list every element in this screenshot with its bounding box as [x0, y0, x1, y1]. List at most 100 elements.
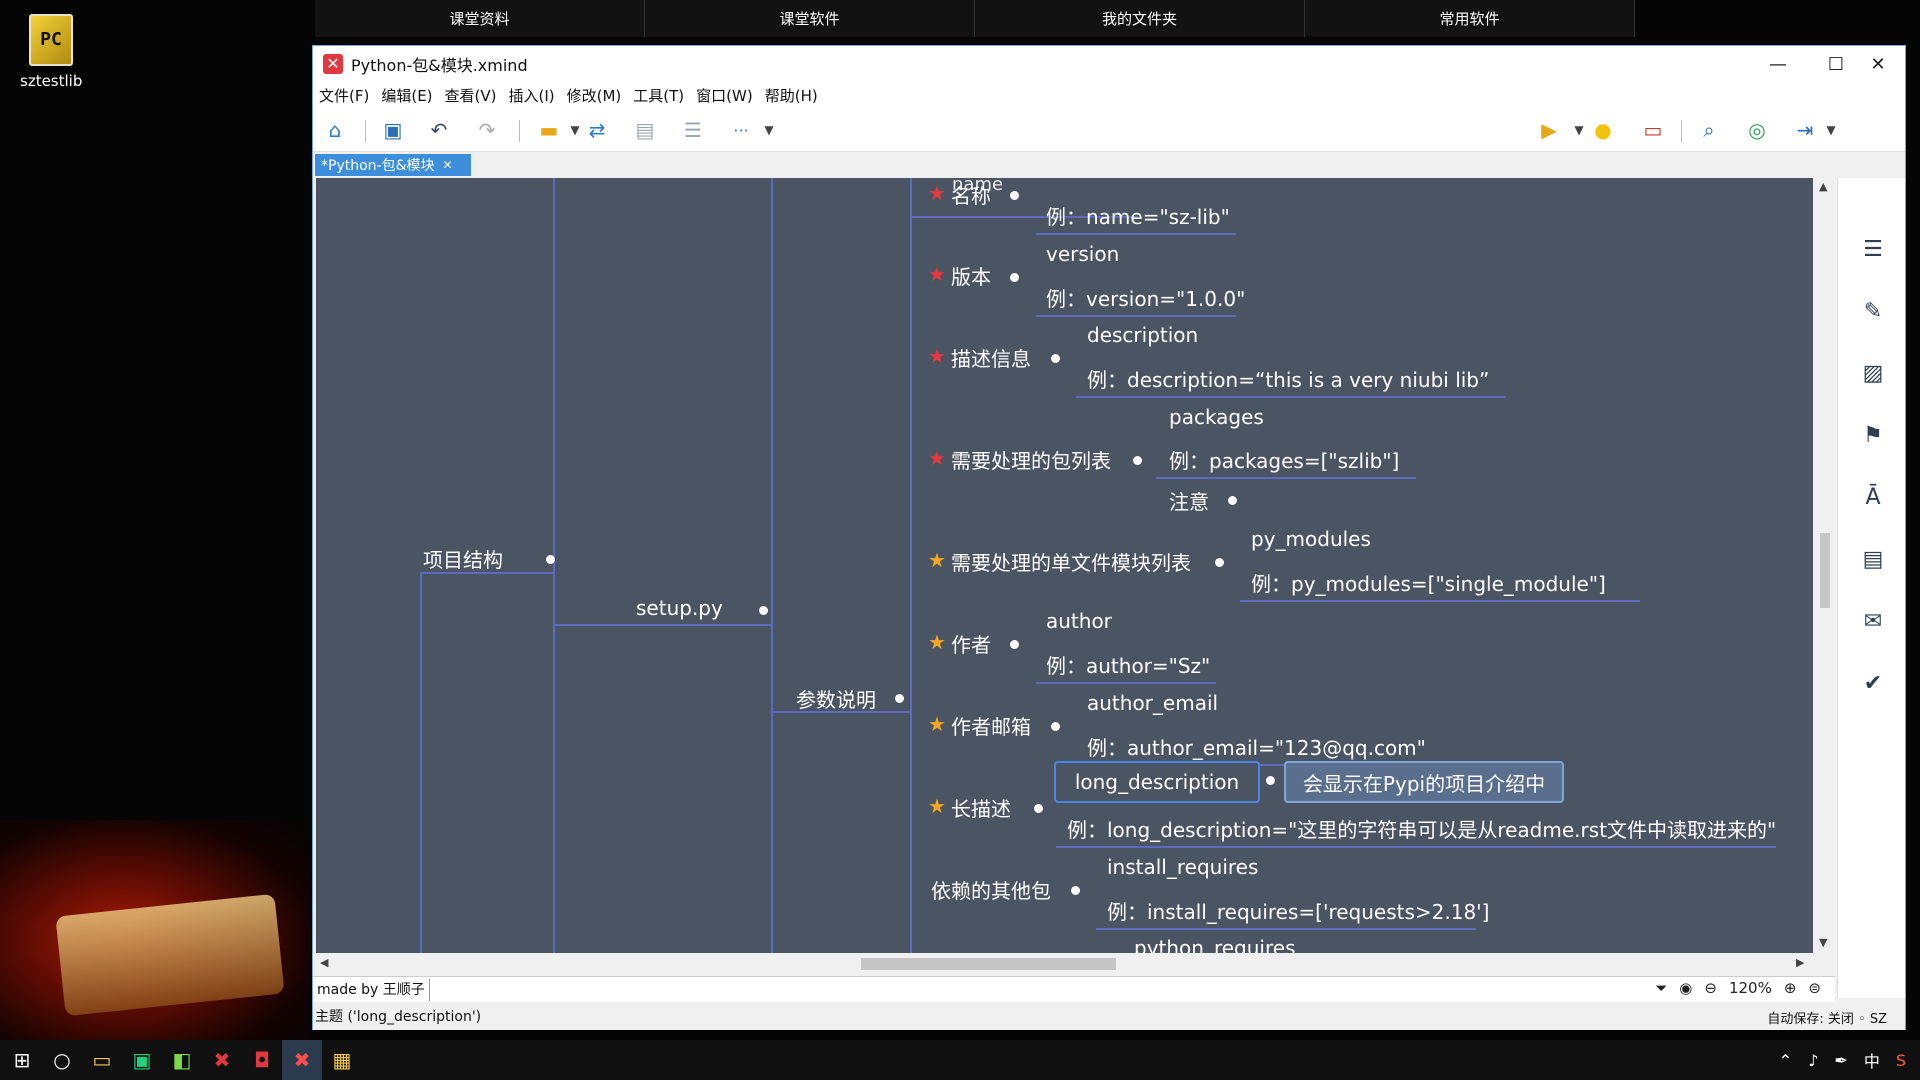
- pen-icon[interactable]: ✒: [1834, 1050, 1848, 1070]
- topic-param-description[interactable]: 参数说明: [796, 688, 876, 712]
- topic-param-label[interactable]: 名称: [951, 184, 991, 208]
- subtopic-example[interactable]: 例：long_description="这里的字符串可以是从readme.rst…: [1067, 818, 1777, 842]
- share-icon[interactable]: ◎: [1748, 118, 1766, 142]
- collapse-toggle[interactable]: [1010, 640, 1019, 649]
- maximize-button[interactable]: ☐: [1827, 53, 1845, 75]
- pycharm-alt-icon[interactable]: ◧: [172, 1048, 192, 1072]
- minimize-button[interactable]: —: [1769, 53, 1787, 75]
- sogou-icon[interactable]: S: [1895, 1050, 1906, 1070]
- xmind-taskbar-icon[interactable]: ✖: [213, 1048, 231, 1072]
- menu-help[interactable]: 帮助(H): [764, 86, 818, 105]
- file-explorer-icon[interactable]: ▭: [92, 1048, 112, 1072]
- scroll-left-icon[interactable]: ◀: [320, 956, 329, 969]
- topic-param-label[interactable]: 需要处理的包列表: [951, 449, 1111, 473]
- zoom-in-icon[interactable]: ⊕: [1783, 979, 1797, 997]
- menu-file[interactable]: 文件(F): [319, 86, 370, 105]
- cortana-search-icon[interactable]: ○: [53, 1048, 71, 1072]
- course-tab-my-folder[interactable]: 我的文件夹: [975, 0, 1305, 37]
- menu-edit[interactable]: 编辑(E): [381, 86, 433, 105]
- topic-param-label[interactable]: 作者: [951, 633, 991, 657]
- collapse-toggle[interactable]: [546, 555, 555, 564]
- collapse-toggle[interactable]: [1228, 496, 1237, 505]
- filter-icon[interactable]: ⏷: [1655, 979, 1668, 997]
- outline-icon[interactable]: ☰: [1863, 236, 1883, 262]
- scroll-up-icon[interactable]: ▲: [1819, 180, 1828, 193]
- collapse-toggle[interactable]: [1010, 273, 1019, 282]
- marker-flag-icon[interactable]: ⚑: [1863, 422, 1883, 448]
- comment-icon[interactable]: ✉: [1863, 608, 1883, 634]
- menu-tools[interactable]: 工具(T): [633, 86, 685, 105]
- topic-param-label[interactable]: 版本: [951, 265, 991, 289]
- course-tab-materials[interactable]: 课堂资料: [315, 0, 645, 37]
- volume-icon[interactable]: ♪: [1808, 1050, 1819, 1070]
- subtopic-example[interactable]: 例：install_requires=['requests>2.18']: [1107, 900, 1490, 924]
- recorder-icon[interactable]: ◘: [254, 1048, 270, 1072]
- notes-app-icon[interactable]: ▦: [332, 1048, 352, 1072]
- close-button[interactable]: ✕: [1870, 53, 1886, 75]
- horizontal-scroll-thumb[interactable]: [861, 958, 1116, 970]
- collapse-toggle[interactable]: [1051, 722, 1060, 731]
- image-icon[interactable]: ▨: [1862, 360, 1884, 386]
- chevron-down-icon[interactable]: ▼: [570, 123, 580, 137]
- font-icon[interactable]: Ā: [1865, 484, 1881, 510]
- subtopic-example[interactable]: 例：version="1.0.0": [1046, 287, 1246, 311]
- subtopic-key-partial[interactable]: python_requires: [1134, 936, 1296, 953]
- scroll-down-icon[interactable]: ▼: [1819, 936, 1828, 949]
- boundary-icon[interactable]: ▤: [635, 118, 655, 142]
- chevron-down-icon[interactable]: ▼: [1826, 123, 1836, 137]
- topic-param-label[interactable]: 作者邮箱: [951, 715, 1031, 739]
- sheet-tab-made-by[interactable]: made by 王顺子: [313, 978, 430, 1001]
- course-tab-software[interactable]: 课堂软件: [645, 0, 975, 37]
- subtopic-note[interactable]: 注意: [1169, 490, 1209, 514]
- undo-icon[interactable]: ↶: [430, 118, 448, 142]
- collapse-toggle[interactable]: [1266, 776, 1275, 785]
- subtopic-key[interactable]: name: [952, 178, 1004, 195]
- mindmap-canvas[interactable]: 项目结构 setup.py 参数说明 name ★ 名称 例：name="sz-…: [316, 178, 1813, 953]
- topic-setup-py[interactable]: setup.py: [636, 596, 723, 620]
- tray-expand-icon[interactable]: ⌃: [1778, 1050, 1793, 1070]
- subtopic-example[interactable]: 例：author="Sz": [1046, 654, 1211, 678]
- vertical-scrollbar[interactable]: ▲ ▼: [1814, 178, 1836, 953]
- desktop-shortcut-sztestlib[interactable]: PC sztestlib: [20, 14, 82, 90]
- collapse-toggle[interactable]: [1034, 804, 1043, 813]
- gantt-icon[interactable]: ▭: [1643, 118, 1663, 142]
- scroll-right-icon[interactable]: ▶: [1796, 956, 1805, 969]
- relationship-icon[interactable]: ⇄: [588, 118, 606, 142]
- subtopic-key[interactable]: author: [1046, 609, 1112, 633]
- collapse-toggle[interactable]: [1215, 558, 1224, 567]
- subtopic-key[interactable]: description: [1087, 323, 1199, 347]
- subtopic-key[interactable]: install_requires: [1107, 855, 1259, 879]
- pycharm-icon[interactable]: ▣: [132, 1048, 152, 1072]
- subtopic-example[interactable]: 例：packages=["szlib"]: [1169, 449, 1400, 473]
- subtopic-example[interactable]: 例：description=“this is a very niubi lib”: [1087, 368, 1490, 392]
- topic-pypi-note[interactable]: 会显示在Pypi的项目介绍中: [1284, 761, 1564, 803]
- collapse-toggle[interactable]: [895, 694, 904, 703]
- tab-close-icon[interactable]: ✕: [442, 158, 453, 172]
- subtopic-key[interactable]: author_email: [1087, 691, 1219, 715]
- topic-icon[interactable]: ▬: [539, 118, 559, 142]
- subtopic-example[interactable]: 例：name="sz-lib": [1046, 205, 1230, 229]
- topic-project-structure[interactable]: 项目结构: [423, 548, 503, 572]
- subtopic-key[interactable]: py_modules: [1251, 527, 1371, 551]
- zoom-fit-icon[interactable]: ⊜: [1808, 979, 1821, 997]
- subtopic-key[interactable]: packages: [1169, 405, 1264, 429]
- home-icon[interactable]: ⌂: [328, 118, 342, 142]
- summary-icon[interactable]: ☰: [684, 118, 702, 142]
- ime-indicator[interactable]: 中: [1863, 1052, 1880, 1071]
- horizontal-scrollbar[interactable]: ◀ ▶: [316, 953, 1813, 975]
- more-icon[interactable]: ···: [733, 120, 749, 140]
- subtopic-example[interactable]: 例：py_modules=["single_module"]: [1251, 572, 1606, 596]
- collapse-toggle[interactable]: [1133, 456, 1142, 465]
- selected-topic-long-description[interactable]: long_description: [1054, 761, 1260, 803]
- save-icon[interactable]: ▣: [383, 118, 403, 142]
- document-tab[interactable]: *Python-包&模块 ✕: [315, 154, 471, 176]
- chevron-down-icon[interactable]: ▼: [1574, 123, 1584, 137]
- subtopic-example[interactable]: 例：author_email="123@qq.com": [1087, 736, 1426, 760]
- zoom-out-icon[interactable]: ⊖: [1704, 979, 1717, 997]
- topic-param-label[interactable]: 长描述: [951, 797, 1011, 821]
- collapse-toggle[interactable]: [759, 606, 768, 615]
- collapse-toggle[interactable]: [1051, 354, 1060, 363]
- vertical-scroll-thumb[interactable]: [1820, 533, 1830, 608]
- search-icon[interactable]: ⌕: [1703, 118, 1715, 142]
- collapse-toggle[interactable]: [1010, 191, 1019, 200]
